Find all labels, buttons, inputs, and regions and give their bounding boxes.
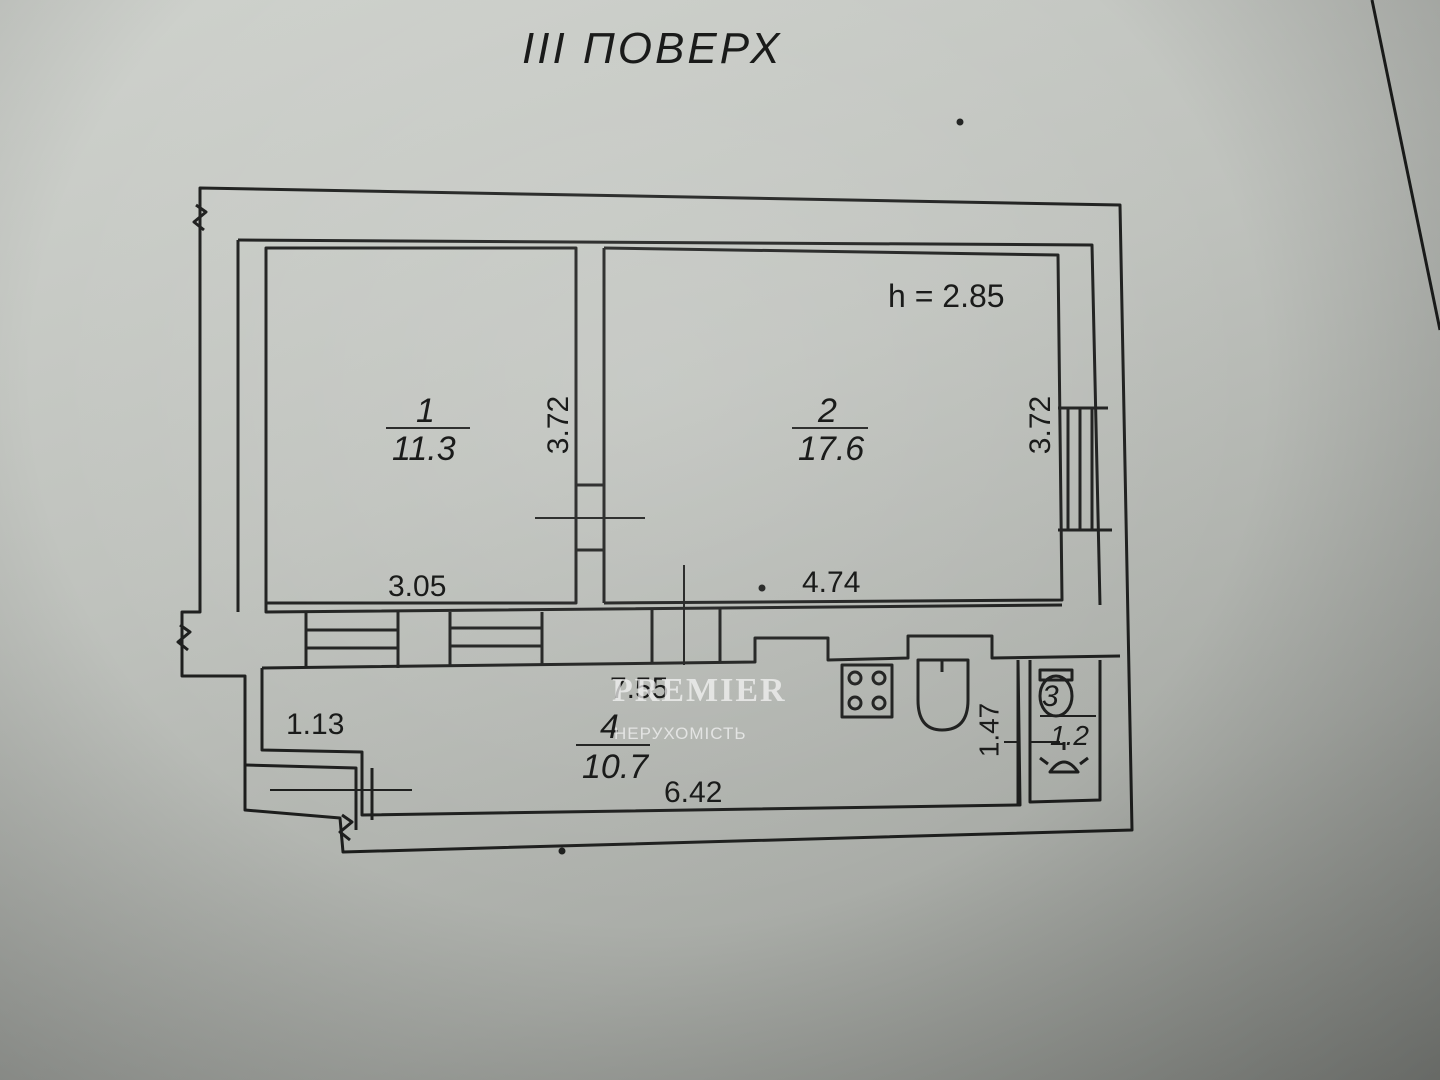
plan-mark-dot: [956, 118, 964, 126]
sheet-edge-line: [1370, 0, 1440, 331]
watermark-brand: PREMIER: [612, 672, 787, 709]
room-2-height-dimension: 3.72: [1024, 395, 1058, 455]
room-1-width-dimension: 3.05: [388, 570, 447, 603]
corridor-wall: [264, 603, 1063, 614]
room-3-number: 3: [1042, 680, 1059, 713]
bathroom-outline: [1016, 660, 1102, 805]
kitchen-outline: [260, 659, 1022, 817]
room-2-area: 17.6: [798, 430, 865, 468]
room-2-outline: [603, 246, 1064, 605]
room-3-area: 1.2: [1050, 720, 1089, 751]
entry-wall: [245, 763, 374, 830]
room-1-height-dimension: 3.72: [542, 395, 576, 455]
window-corridor-3: [650, 607, 722, 663]
wall-break-mark-left: [176, 623, 192, 652]
floor-label: III ПОВЕРХ: [522, 24, 783, 73]
ceiling-height-label: h = 2.85: [888, 278, 1005, 314]
toilet-tank: [1038, 668, 1074, 682]
wall-break-mark-bottom: [338, 813, 354, 842]
corridor-bottom: [261, 634, 1121, 670]
plan-mark-dot: [558, 847, 566, 855]
wall-break-mark-top: [192, 203, 208, 232]
door-room-1: [576, 483, 604, 552]
stove-burner: [871, 695, 887, 711]
room-2-number: 2: [818, 392, 837, 430]
room-1-area: 11.3: [392, 430, 456, 468]
partition-wall: [574, 248, 606, 603]
watermark-subtitle: НЕРУХОМІСТЬ: [614, 724, 747, 743]
window-corridor-1: [304, 612, 400, 668]
room-1-number: 1: [416, 392, 435, 430]
stove-burner: [847, 670, 863, 686]
room-4-area: 10.7: [582, 748, 649, 786]
bathroom-lamp: [1039, 742, 1089, 774]
window-right: [1058, 406, 1112, 532]
entry-width-dimension: 1.13: [286, 708, 345, 741]
room-2-width-dimension: 4.74: [802, 566, 861, 599]
room-4-number: 4: [600, 708, 619, 746]
stove-burner: [847, 695, 863, 711]
kitchen-width-dimension: 6.42: [664, 776, 723, 809]
outer-wall: [180, 186, 1134, 854]
window-corridor-2: [448, 612, 544, 665]
bathroom-height-dimension: 1.47: [973, 702, 1005, 758]
plan-mark-dot: [758, 584, 766, 592]
corridor-length-dimension: 7.55: [610, 672, 669, 705]
stove-burner: [871, 670, 887, 686]
stove: [840, 663, 894, 719]
inner-wall-top: [237, 238, 1102, 606]
kitchen-sink: [916, 658, 970, 732]
